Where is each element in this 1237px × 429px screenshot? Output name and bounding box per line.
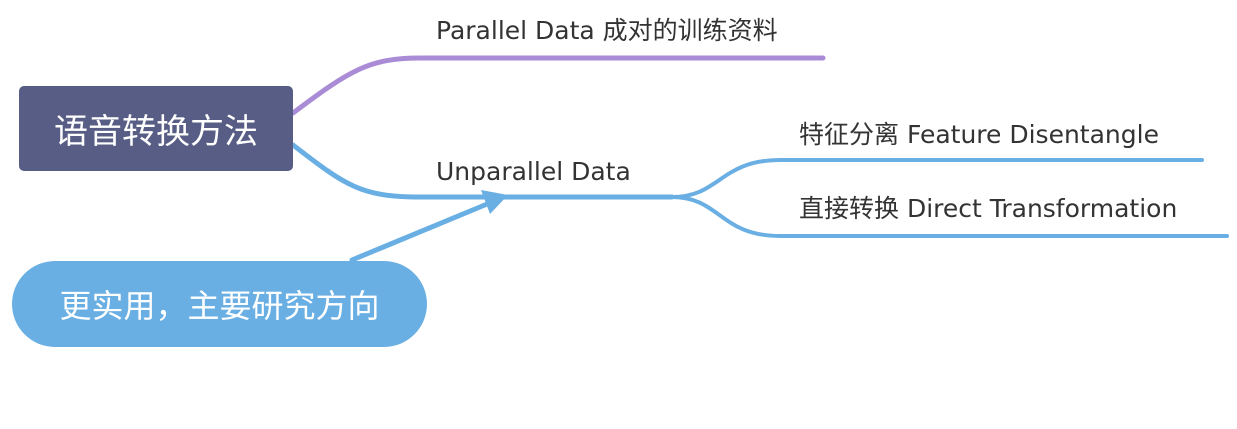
root-node[interactable]: 语音转换方法 <box>19 86 293 171</box>
connector-direct <box>670 195 1229 238</box>
note-arrow-line <box>349 199 495 263</box>
connector-parallel <box>290 55 826 116</box>
branch-direct-transformation[interactable]: 直接转换 Direct Transformation <box>799 194 1178 223</box>
branch-feature-disentangle[interactable]: 特征分离 Feature Disentangle <box>799 120 1159 149</box>
branch-unparallel-data[interactable]: Unparallel Data <box>436 157 631 186</box>
connector-feature <box>670 158 1204 199</box>
callout-note[interactable]: 更实用，主要研究方向 <box>12 261 427 347</box>
branch-parallel-data[interactable]: Parallel Data 成对的训练资料 <box>436 16 778 45</box>
note-arrowhead <box>481 190 508 214</box>
callout-note-label: 更实用，主要研究方向 <box>59 287 380 325</box>
connector-unparallel <box>290 142 675 200</box>
root-node-label: 语音转换方法 <box>54 112 258 152</box>
